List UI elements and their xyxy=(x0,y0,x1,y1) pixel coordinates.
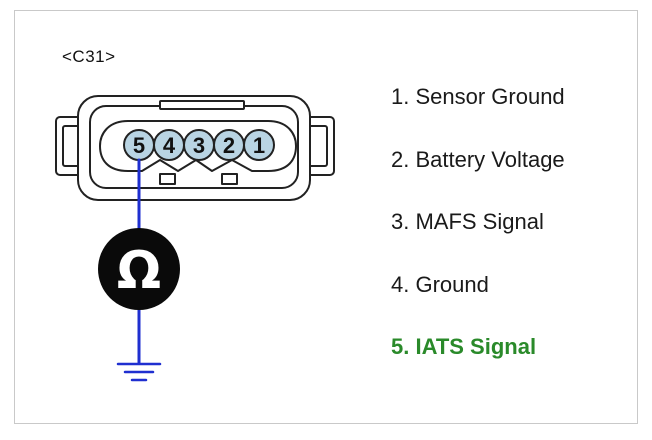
pin-1-label: 1 xyxy=(253,133,265,158)
legend-item-4: 4. Ground xyxy=(391,271,489,297)
legend-item-3: 3. MAFS Signal xyxy=(391,209,544,234)
diagram-frame xyxy=(14,10,638,424)
pin-2[interactable]: 2 xyxy=(213,129,245,161)
ohm-meter-icon: Ω xyxy=(98,228,180,310)
pin-4[interactable]: 4 xyxy=(153,129,185,161)
ground-symbol-icon xyxy=(116,362,162,382)
pin-5-label: 5 xyxy=(133,133,145,158)
pin-legend: 1. Sensor Ground 2. Battery Voltage 3. M… xyxy=(391,84,565,397)
legend-item-5-highlighted: 5. IATS Signal xyxy=(391,334,537,359)
pin-5[interactable]: 5 xyxy=(123,129,155,161)
connector-pins: 5 4 3 2 1 xyxy=(123,129,275,161)
legend-item-1: 1. Sensor Ground xyxy=(391,84,565,109)
pin-3[interactable]: 3 xyxy=(183,129,215,161)
pin-4-label: 4 xyxy=(163,133,176,158)
legend-item-2: 2. Battery Voltage xyxy=(391,146,565,172)
pin-3-label: 3 xyxy=(193,133,205,158)
pin-2-label: 2 xyxy=(223,133,235,158)
pin-1[interactable]: 1 xyxy=(243,129,275,161)
ohm-symbol: Ω xyxy=(117,241,161,301)
connector-id-label: <C31> xyxy=(62,47,116,66)
